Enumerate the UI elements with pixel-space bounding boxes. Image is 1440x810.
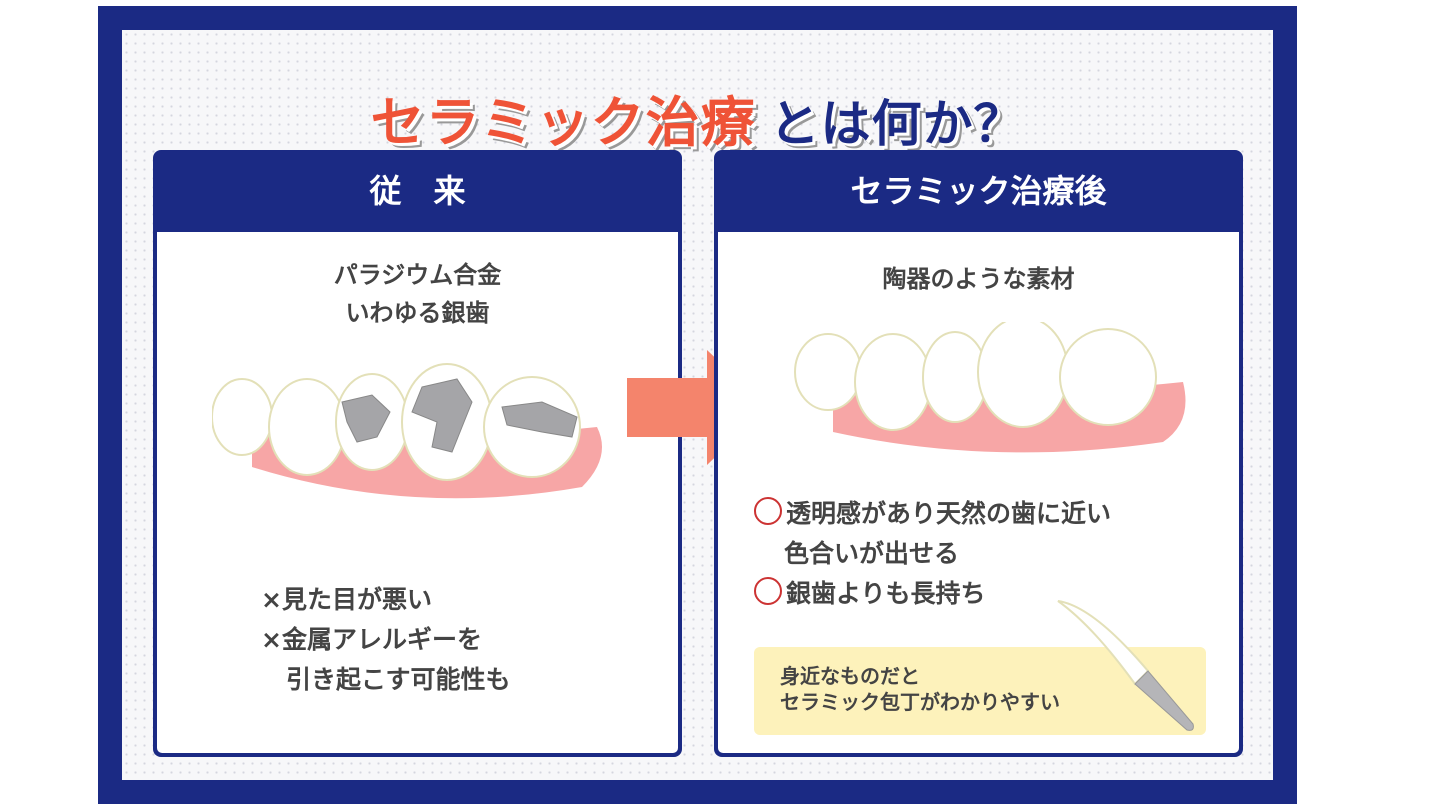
tooth — [794, 333, 862, 411]
ceramic-teeth-illustration — [794, 322, 1186, 453]
note-line: セラミック包丁がわかりやすい — [780, 690, 1060, 714]
subtitle: 陶器のような素材 — [882, 265, 1075, 293]
panel-header: 従 来 — [369, 172, 466, 210]
tooth — [1059, 328, 1157, 426]
drawback-item: ×金属アレルギーを — [261, 625, 482, 654]
metal-filling — [501, 401, 578, 438]
circle-icon — [754, 497, 782, 525]
benefit-item-continued: 色合いが出せる — [784, 539, 960, 568]
panel-body: パラジウム合金 いわゆる銀歯 ×見た目が悪い ×金属アレルギーを 引き — [157, 232, 678, 753]
drawback-item: 引き起こす可能性も — [261, 665, 511, 694]
benefit-item: 銀歯よりも長持ち — [754, 574, 1111, 614]
ceramic-panel: セラミック治療後 陶器のような素材 透明感があり天然の歯に近い 色合いが出せる … — [714, 150, 1243, 757]
subtitle-line: パラジウム合金 — [333, 261, 502, 289]
silver-teeth-illustration — [212, 363, 602, 499]
drawback-item: ×見た目が悪い — [261, 585, 432, 614]
frame: セラミック治療とは何か？ 従 来 パラジウム合金 いわゆる銀歯 — [98, 6, 1297, 804]
metal-filling — [341, 394, 391, 443]
benefit-item: 透明感があり天然の歯に近い — [754, 494, 1111, 534]
metal-filling — [411, 378, 473, 453]
note-line: 身近なものだと — [780, 664, 920, 688]
conventional-panel: 従 来 パラジウム合金 いわゆる銀歯 ×見た目が悪い ×金属ア — [153, 150, 682, 757]
tooth — [977, 322, 1069, 428]
panel-body: 陶器のような素材 透明感があり天然の歯に近い 色合いが出せる 銀歯よりも長持ち … — [718, 232, 1239, 753]
panel-header: セラミック治療後 — [850, 172, 1107, 210]
subtitle-line: いわゆる銀歯 — [345, 299, 490, 327]
benefit-text: 透明感があり天然の歯に近い — [786, 499, 1112, 528]
tooth — [268, 378, 346, 476]
benefit-text: 銀歯よりも長持ち — [786, 579, 986, 608]
circle-icon — [754, 577, 782, 605]
title-rest: とは何か？ — [769, 95, 1025, 153]
title-highlight: セラミック治療 — [370, 91, 756, 154]
dotted-background: セラミック治療とは何か？ 従 来 パラジウム合金 いわゆる銀歯 — [122, 30, 1273, 780]
tooth — [854, 333, 932, 431]
tooth — [212, 378, 273, 456]
page-title: セラミック治療とは何か？ — [122, 78, 1273, 157]
benefit-list: 透明感があり天然の歯に近い 色合いが出せる 銀歯よりも長持ち — [754, 494, 1111, 614]
ceramic-knife-icon — [1057, 600, 1194, 731]
drawback-list: ×見た目が悪い ×金属アレルギーを 引き起こす可能性も — [261, 580, 511, 700]
